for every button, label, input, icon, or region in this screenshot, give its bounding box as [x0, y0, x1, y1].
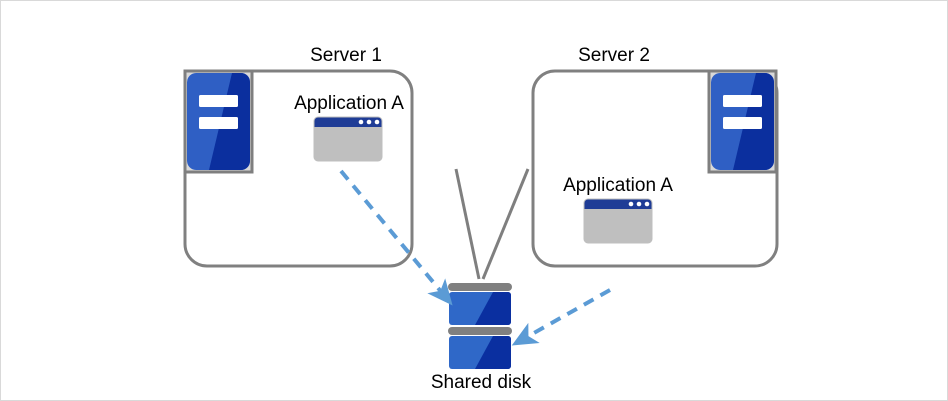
window-dot-1 [358, 119, 364, 125]
window-dot-2 [366, 119, 372, 125]
server-2-icon [707, 69, 778, 174]
server-icon-bar-top [199, 95, 238, 107]
server-2-label: Server 2 [578, 45, 650, 66]
server-2-application-label: Application A [563, 175, 673, 196]
server-2-group: Server 2 Application A [531, 45, 779, 268]
server-icon-bar-bottom [723, 117, 762, 129]
app2-to-disk-arrow [511, 288, 611, 346]
app1-to-disk-arrow [339, 169, 453, 306]
shared-disk-group: Shared disk [431, 283, 532, 393]
window-dot-2 [636, 201, 642, 207]
server-1-application-window-icon [313, 116, 383, 162]
window-dot-1 [628, 201, 634, 207]
disk-access-arrows [339, 169, 611, 346]
shared-disk-bar-middle [448, 327, 512, 335]
shared-disk-bar-top [448, 283, 512, 291]
server-2-to-disk-line [481, 168, 530, 280]
server-1-icon [183, 69, 254, 174]
shared-disk-block-lower [449, 336, 511, 369]
server-icon-bar-bottom [199, 117, 238, 129]
server-1-label: Server 1 [310, 45, 382, 66]
window-dot-3 [374, 119, 380, 125]
server-2-application-window-icon [583, 198, 653, 244]
window-dot-3 [644, 201, 650, 207]
shared-disk-label: Shared disk [431, 372, 532, 393]
server-1-to-disk-line [454, 168, 481, 280]
server-1-application-label: Application A [294, 93, 404, 114]
server-icon-bar-top [723, 95, 762, 107]
server-1-group: Server 1 Application A [183, 45, 414, 268]
shared-disk-block-upper [449, 292, 511, 325]
cluster-connector-lines [454, 168, 530, 280]
